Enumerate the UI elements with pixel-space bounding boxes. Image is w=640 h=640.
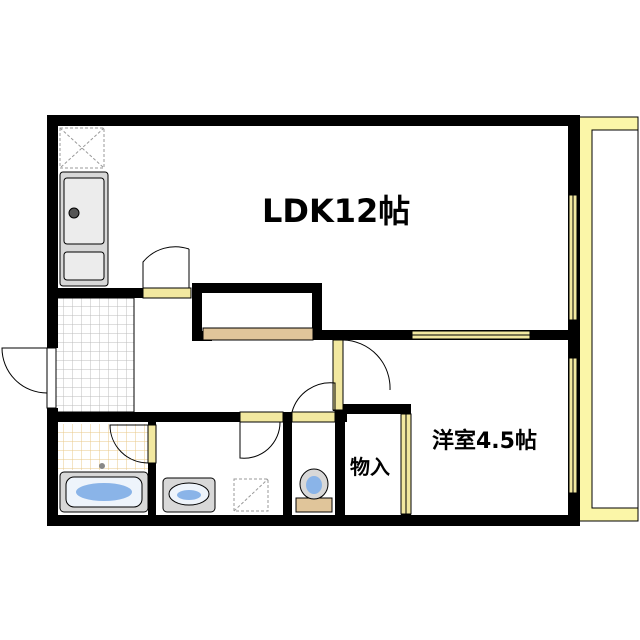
storage-label: 物入: [350, 455, 390, 479]
doors: [1, 246, 412, 515]
washroom-door[interactable]: [239, 411, 284, 459]
bedroom-door[interactable]: [332, 339, 391, 411]
kitchen-door[interactable]: [142, 246, 192, 299]
kitchen-sink-icon: [59, 171, 109, 287]
balcony: [577, 116, 639, 522]
toilet-door[interactable]: [291, 382, 336, 423]
front-door[interactable]: [1, 347, 57, 409]
cabinet-shelf: [202, 327, 314, 341]
bathtub-icon: [59, 463, 149, 513]
bathroom-tile-floor: [57, 424, 151, 470]
ldk-label: LDK12帖: [262, 192, 410, 230]
refrigerator-space-icon: [59, 127, 105, 169]
toilet-icon: [295, 468, 333, 513]
bathroom-door[interactable]: [109, 424, 157, 464]
western-room-label: 洋室4.5帖: [432, 428, 537, 454]
washbasin-icon: [162, 477, 216, 513]
washing-machine-pan-icon: [233, 478, 269, 512]
storage-door[interactable]: [400, 413, 412, 515]
entrance-tile-floor: [55, 297, 135, 413]
windows: [411, 194, 578, 494]
